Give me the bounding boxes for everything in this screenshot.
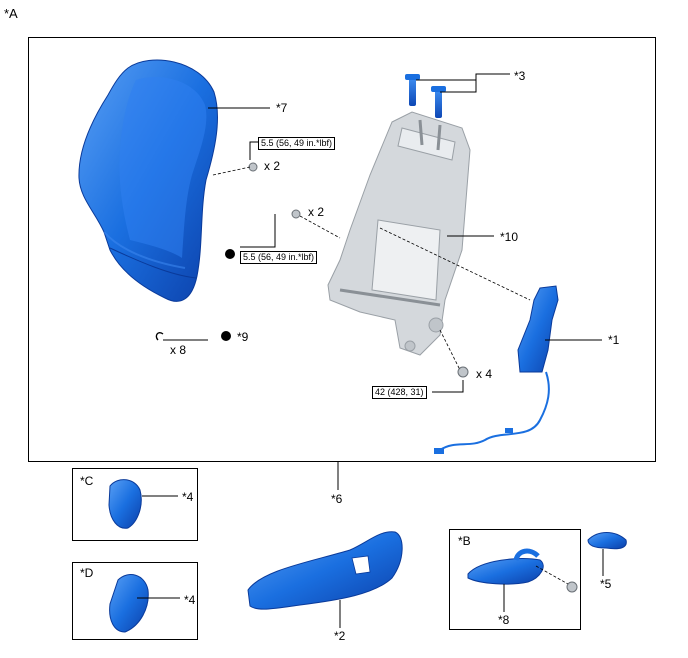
- view-b-small-part: [587, 532, 627, 550]
- view-d-label: *D: [80, 566, 94, 580]
- torque-mid: 5.5 (56, 49 in.*lbf): [240, 251, 318, 264]
- callout-5: *5: [600, 577, 612, 591]
- qty-nut-mid: x 2: [308, 205, 325, 219]
- callout-1: *1: [608, 333, 620, 347]
- fasteners: [155, 162, 469, 378]
- view-b-frame: [449, 529, 581, 630]
- torque-lower: 42 (428, 31): [372, 386, 427, 399]
- headrest-guides: [405, 74, 446, 118]
- callout-6: *6: [331, 492, 343, 506]
- side-shield: [247, 531, 403, 610]
- view-c-frame: [72, 468, 198, 541]
- torque-upper: 5.5 (56, 49 in.*lbf): [258, 137, 336, 150]
- view-a-label: *A: [4, 6, 18, 21]
- side-airbag-assembly: [434, 285, 559, 454]
- view-a-frame: [28, 37, 656, 462]
- callout-2: *2: [334, 629, 346, 643]
- view-d-part: [109, 574, 149, 633]
- qty-hog-ring: x 8: [170, 343, 187, 357]
- callout-3: *3: [514, 69, 526, 83]
- callout-10: *10: [500, 230, 519, 244]
- callout-8: *8: [498, 613, 510, 627]
- seatback-frame: [327, 111, 471, 356]
- dashed-lines: [212, 166, 531, 371]
- seatback-cover: [78, 59, 219, 302]
- callout-7: *7: [276, 101, 288, 115]
- qty-bolt-lower: x 4: [476, 367, 493, 381]
- callout-4-c: *4: [182, 490, 194, 504]
- qty-nut-upper: x 2: [264, 159, 281, 173]
- view-c-label: *C: [80, 474, 94, 488]
- view-b-label: *B: [458, 534, 471, 548]
- view-d-frame: [72, 562, 198, 640]
- callout-9: *9: [237, 330, 249, 344]
- view-b-part: [467, 548, 578, 593]
- callout-4-d: *4: [184, 593, 196, 607]
- view-c-part: [108, 479, 142, 529]
- leader-lines: [137, 73, 604, 628]
